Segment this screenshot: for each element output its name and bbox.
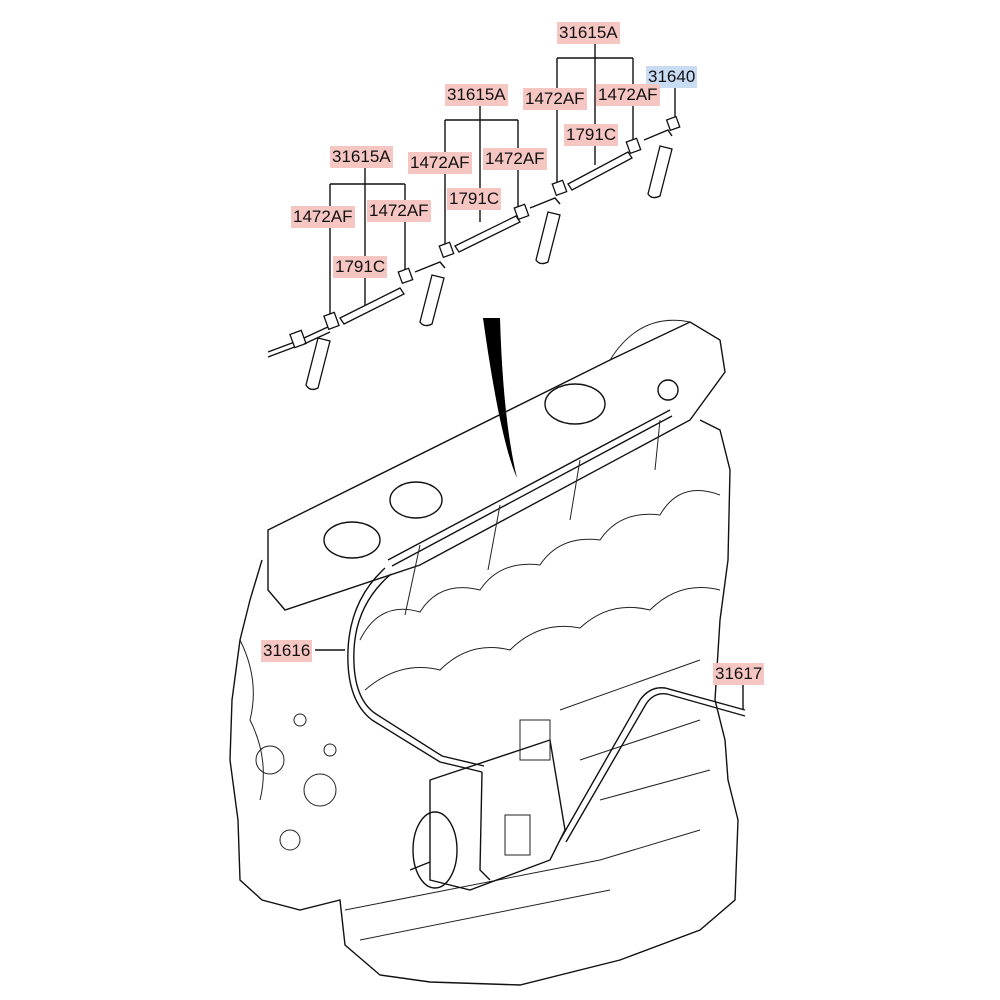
- pointer-arrow: [483, 318, 517, 478]
- part-label-1472af-b: 1472AF: [596, 84, 660, 106]
- part-label-1472af-a: 1472AF: [523, 88, 587, 110]
- part-label-1472af-f: 1472AF: [367, 200, 431, 222]
- part-label-31615a-middle: 31615A: [445, 84, 508, 106]
- leader-lines: [315, 44, 744, 710]
- engine-block: [229, 319, 746, 986]
- part-label-31617: 31617: [713, 663, 765, 685]
- part-label-1472af-d: 1472AF: [483, 148, 547, 170]
- part-label-31615a-top: 31615A: [557, 22, 620, 44]
- overflow-line-assembly: [267, 115, 681, 391]
- part-label-1791c-top: 1791C: [564, 124, 619, 146]
- part-label-1472af-e: 1472AF: [291, 206, 355, 228]
- part-label-1791c-middle: 1791C: [447, 188, 502, 210]
- part-label-31616: 31616: [261, 640, 313, 662]
- part-label-31615a-left: 31615A: [330, 146, 393, 168]
- part-label-31640: 31640: [646, 66, 698, 88]
- part-label-1791c-left: 1791C: [333, 256, 388, 278]
- part-label-1472af-c: 1472AF: [408, 152, 472, 174]
